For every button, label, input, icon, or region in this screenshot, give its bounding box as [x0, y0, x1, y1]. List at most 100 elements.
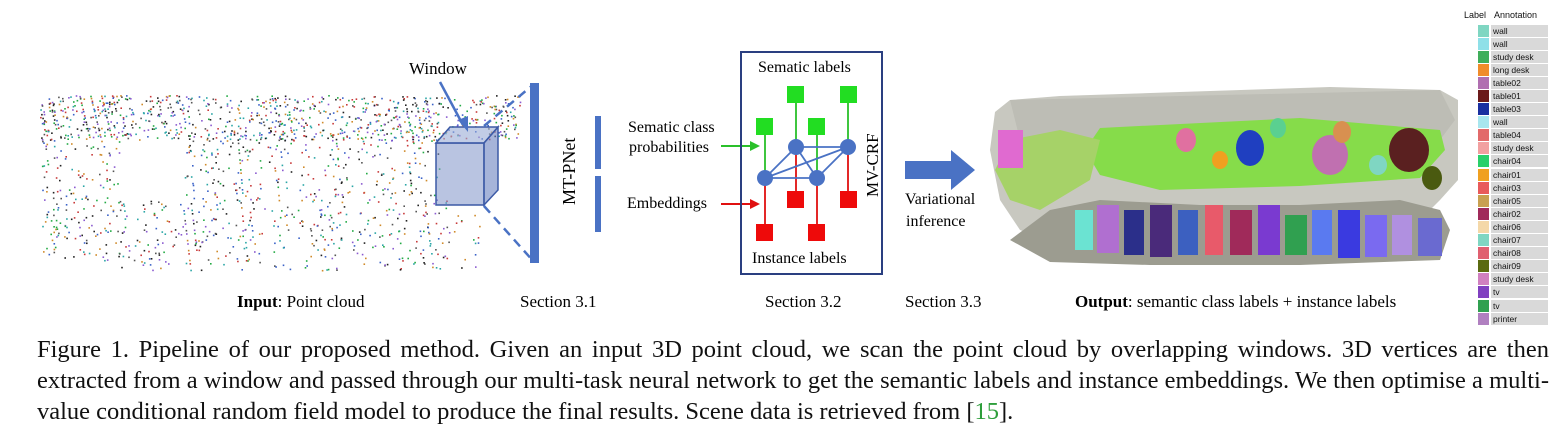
legend-item-label: study desk	[1491, 142, 1548, 155]
legend-swatch	[1478, 299, 1489, 312]
legend-item-label: long desk	[1491, 63, 1548, 76]
legend-item: long desk	[1462, 63, 1554, 76]
legend-item: table04	[1462, 129, 1554, 142]
legend-item: study desk	[1462, 273, 1554, 286]
legend-item: tv	[1462, 286, 1554, 299]
output-label: Output: semantic class labels + instance…	[1075, 292, 1396, 311]
legend-item: study desk	[1462, 50, 1554, 63]
legend-item: chair03	[1462, 181, 1554, 194]
legend-item-label: study desk	[1491, 273, 1548, 286]
legend-item-label: wall	[1491, 37, 1548, 50]
caption-text: Figure 1. Pipeline of our proposed metho…	[37, 336, 1549, 425]
window-label: Window	[409, 59, 468, 78]
mt-pnet-bar	[530, 83, 539, 263]
legend-item-label: printer	[1491, 312, 1548, 325]
legend-item: table01	[1462, 89, 1554, 103]
legend-item-label: chair07	[1491, 234, 1548, 247]
legend-item: tv	[1462, 299, 1554, 312]
legend-swatch	[1478, 260, 1489, 273]
legend-swatch	[1478, 181, 1489, 194]
crf-graph	[756, 86, 857, 241]
legend-swatch	[1478, 76, 1489, 89]
legend-item-label: chair03	[1491, 181, 1548, 194]
legend-swatch	[1478, 220, 1489, 233]
legend-swatch	[1478, 155, 1489, 168]
caption-end: ].	[999, 398, 1014, 425]
legend-item-label: table04	[1491, 129, 1548, 142]
legend-swatch	[1478, 129, 1489, 142]
legend-swatch	[1478, 103, 1489, 116]
legend-swatch	[1478, 234, 1489, 247]
legend-swatch	[1478, 63, 1489, 76]
legend-item-label: wall	[1491, 116, 1548, 129]
legend-swatch	[1478, 247, 1489, 260]
legend-header-annotation: Annotation	[1494, 10, 1538, 20]
legend-item-label: chair02	[1491, 207, 1548, 220]
pipeline-figure: Window MT-PNet Sematic class probabiliti…	[40, 51, 1458, 311]
legend-item: chair08	[1462, 247, 1554, 260]
legend-item: chair02	[1462, 207, 1554, 220]
legend-header-label: Label	[1464, 10, 1487, 20]
legend-item: chair07	[1462, 234, 1554, 247]
legend-swatch	[1478, 194, 1489, 207]
legend-item: chair05	[1462, 194, 1554, 207]
window-arrow	[438, 81, 465, 126]
legend-item: chair09	[1462, 260, 1554, 273]
mt-pnet-label: MT-PNet	[559, 138, 579, 205]
crf-box	[740, 51, 883, 275]
legend-swatch	[1478, 24, 1489, 37]
legend-swatch	[1478, 168, 1489, 181]
input-point-cloud	[40, 95, 522, 272]
legend-item: study desk	[1462, 142, 1554, 155]
legend-item: wall	[1462, 24, 1554, 37]
legend-swatch	[1478, 312, 1489, 325]
legend-swatch	[1478, 207, 1489, 220]
variational-arrow	[905, 150, 975, 190]
section-3-2-label: Section 3.2	[765, 292, 842, 311]
variational-label-1: Variational	[905, 191, 976, 208]
legend-swatch	[1478, 273, 1489, 286]
variational-label-2: inference	[906, 213, 966, 230]
legend-item: chair04	[1462, 155, 1554, 168]
figure-caption: Figure 1. Pipeline of our proposed metho…	[37, 334, 1549, 427]
legend-item: table02	[1462, 76, 1554, 89]
window-cube	[434, 125, 500, 207]
legend-item: chair01	[1462, 168, 1554, 181]
legend-item: table03	[1462, 103, 1554, 116]
legend-swatch	[1478, 50, 1489, 63]
legend-item: wall	[1462, 116, 1554, 129]
legend-item: printer	[1462, 312, 1554, 325]
legend-swatch	[1478, 116, 1489, 129]
legend-item-label: chair06	[1491, 220, 1548, 233]
output-scene	[990, 87, 1458, 265]
probabilities-label-1: Sematic class	[628, 119, 715, 136]
legend-item: chair06	[1462, 220, 1554, 233]
crf-title: Sematic labels	[758, 59, 851, 76]
embeddings-label: Embeddings	[627, 195, 707, 212]
legend-item-label: table02	[1491, 76, 1548, 89]
input-label: Input: Point cloud	[237, 292, 365, 311]
legend-item-label: table01	[1491, 90, 1548, 103]
legend-item-label: tv	[1491, 299, 1548, 312]
citation-link[interactable]: 15	[974, 398, 1000, 425]
legend-item: wall	[1462, 37, 1554, 50]
legend-swatch	[1478, 286, 1489, 299]
crf-label: MV-CRF	[863, 133, 882, 197]
legend-swatch	[1478, 37, 1489, 50]
legend-item-label: chair01	[1491, 168, 1548, 181]
probabilities-label-2: probabilities	[629, 139, 709, 156]
legend-item-label: chair04	[1491, 155, 1548, 168]
legend-swatch	[1478, 90, 1489, 103]
legend-item-label: chair08	[1491, 247, 1548, 260]
legend-item-label: study desk	[1491, 50, 1548, 63]
legend-swatch	[1478, 142, 1489, 155]
legend-item-label: wall	[1491, 24, 1548, 37]
legend-item-label: chair09	[1491, 260, 1548, 273]
crf-bottom: Instance labels	[752, 250, 847, 267]
section-3-3-label: Section 3.3	[905, 292, 982, 311]
section-3-1-label: Section 3.1	[520, 292, 597, 311]
legend-item-label: chair05	[1491, 194, 1548, 207]
legend-item-label: table03	[1491, 103, 1548, 116]
legend-item-label: tv	[1491, 286, 1548, 299]
